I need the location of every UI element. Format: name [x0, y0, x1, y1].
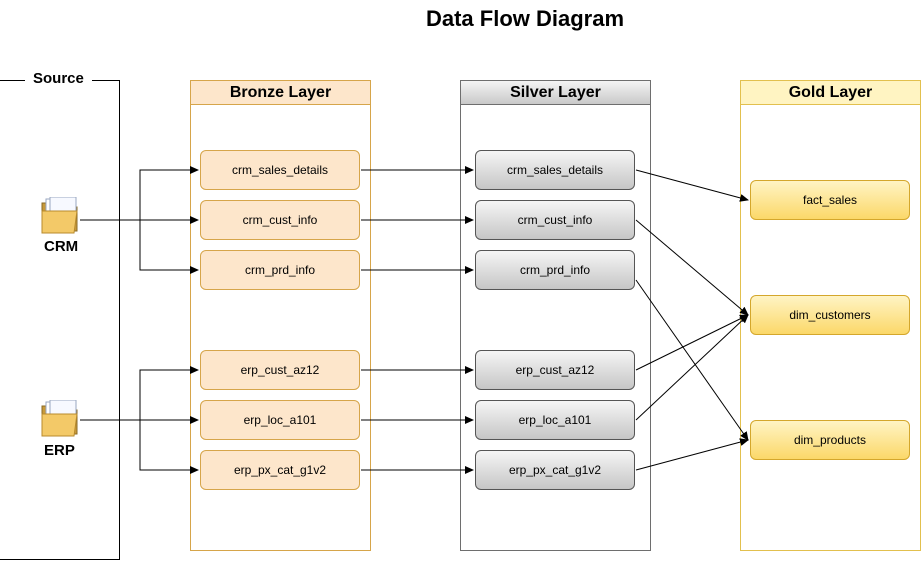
- edge-erp-cust: [139, 366, 199, 420]
- edge-s2g-erpcust-dim: [635, 314, 749, 371]
- bronze-node: erp_loc_a101: [200, 400, 360, 440]
- bronze-node: erp_cust_az12: [200, 350, 360, 390]
- edge-s2g-pxcat-dim: [635, 438, 749, 471]
- edge-s2g-loc-dim: [635, 314, 749, 421]
- silver-node: crm_prd_info: [475, 250, 635, 290]
- edge-crm-sales-details: [139, 166, 199, 220]
- edge-s2g-cust-dim: [635, 219, 749, 316]
- folder-icon: [41, 400, 78, 437]
- gold-node: fact_sales: [750, 180, 910, 220]
- gold-layer-title: Gold Layer: [741, 81, 920, 105]
- bronze-layer: Bronze Layer: [190, 80, 371, 551]
- silver-node: crm_sales_details: [475, 150, 635, 190]
- crm-label: CRM: [44, 238, 79, 255]
- bronze-node: crm_prd_info: [200, 250, 360, 290]
- gold-node: dim_customers: [750, 295, 910, 335]
- silver-layer-title: Silver Layer: [461, 81, 650, 105]
- edge-erp-px-cat: [139, 420, 199, 474]
- source-title: Source: [25, 70, 92, 87]
- gold-node: dim_products: [750, 420, 910, 460]
- silver-node: erp_cust_az12: [475, 350, 635, 390]
- bronze-node: crm_cust_info: [200, 200, 360, 240]
- bronze-layer-title: Bronze Layer: [191, 81, 370, 105]
- silver-node: erp_loc_a101: [475, 400, 635, 440]
- silver-node: crm_cust_info: [475, 200, 635, 240]
- diagram-title: Data Flow Diagram: [425, 6, 625, 31]
- bronze-node: crm_sales_details: [200, 150, 360, 190]
- edge-crm-prd-info: [139, 220, 199, 274]
- bronze-node: erp_px_cat_g1v2: [200, 450, 360, 490]
- silver-node: erp_px_cat_g1v2: [475, 450, 635, 490]
- silver-layer: Silver Layer: [460, 80, 651, 551]
- folder-icon: [41, 197, 78, 234]
- erp-label: ERP: [44, 442, 75, 459]
- edge-s2g-prd-dim: [635, 279, 749, 441]
- edge-s2g-sales-fact: [635, 169, 749, 202]
